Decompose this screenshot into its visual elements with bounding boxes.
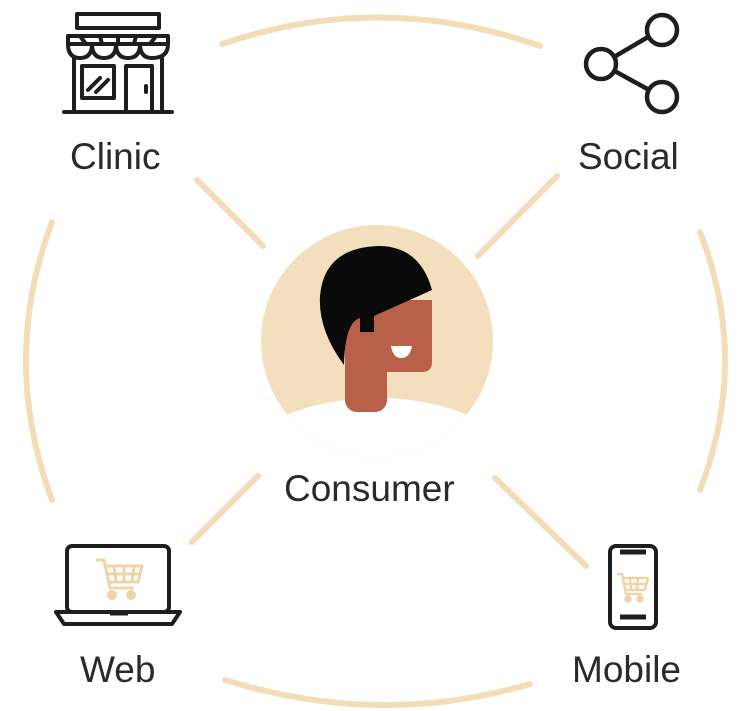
ring-arc-right [697,229,728,493]
cart-icon [96,558,144,600]
storefront-icon [62,12,174,114]
outer-ring [23,14,728,708]
share-icon [583,12,680,115]
cart-icon [617,572,650,603]
node-label-clinic: Clinic [70,136,161,177]
phone-cart-icon [608,544,658,630]
spoke-mobile [492,475,589,569]
laptop-cart-icon [54,544,182,626]
center-label-consumer: Consumer [284,468,455,509]
spoke-clinic [194,177,266,249]
spoke-social [475,173,560,259]
ring-arc-left [23,219,55,503]
avatar-smile [391,346,412,358]
node-label-mobile: Mobile [572,649,681,690]
ring-arc-bottom [222,677,533,708]
avatar-hair [319,246,432,365]
node-label-web: Web [80,649,156,690]
ring-arc-top [219,14,543,49]
node-label-social: Social [578,136,679,177]
spoke-web [189,473,261,545]
spokes [189,173,589,569]
